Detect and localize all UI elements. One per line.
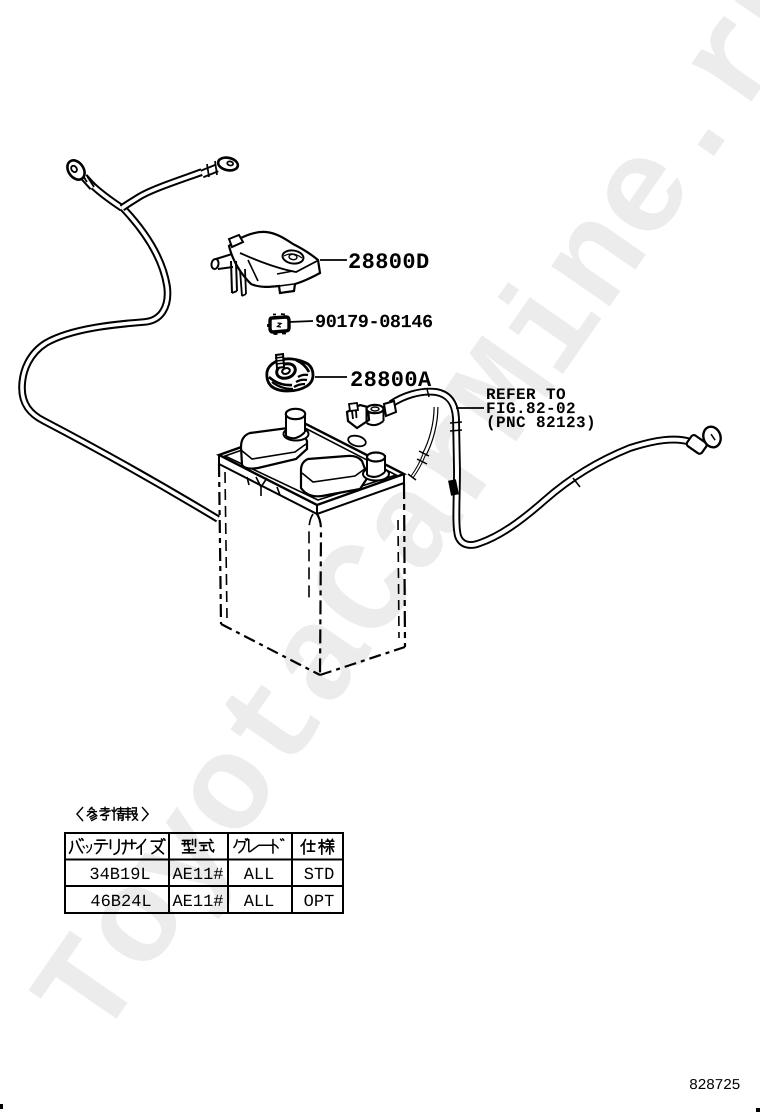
svg-text:28800A: 28800A bbox=[350, 368, 432, 393]
svg-text:REFER TO: REFER TO bbox=[486, 386, 566, 404]
svg-text:90179-08146: 90179-08146 bbox=[315, 312, 433, 333]
svg-text:AE11#: AE11# bbox=[172, 866, 223, 885]
svg-text:ALL: ALL bbox=[244, 866, 275, 885]
svg-text:46B24L: 46B24L bbox=[90, 893, 151, 912]
svg-text:OPT: OPT bbox=[304, 893, 335, 912]
svg-text:STD: STD bbox=[304, 866, 335, 885]
svg-text:(PNC 82123): (PNC 82123) bbox=[486, 414, 596, 432]
svg-text:28800D: 28800D bbox=[348, 250, 430, 275]
svg-text:ALL: ALL bbox=[244, 893, 275, 912]
svg-text:34B19L: 34B19L bbox=[89, 866, 150, 885]
svg-text:AE11#: AE11# bbox=[172, 893, 223, 912]
svg-text:FIG.82-02: FIG.82-02 bbox=[486, 400, 576, 418]
svg-text:828725: 828725 bbox=[689, 1077, 741, 1094]
